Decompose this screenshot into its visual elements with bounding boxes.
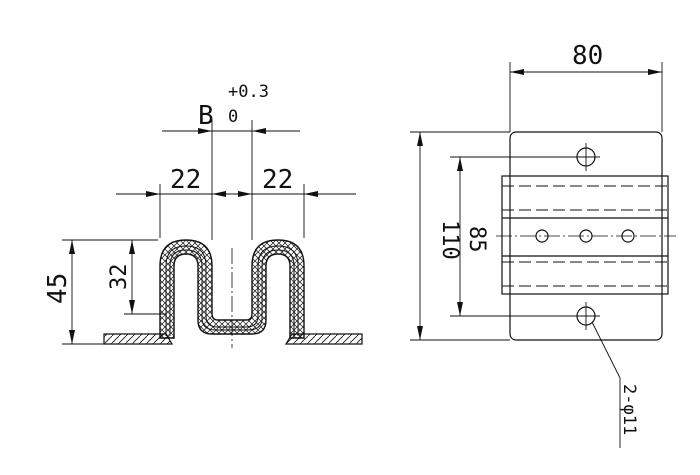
rubber-body bbox=[159, 239, 305, 339]
small-hole-middle bbox=[579, 229, 593, 243]
small-hole-left bbox=[535, 229, 549, 243]
raised-band bbox=[501, 175, 669, 295]
left-flange bbox=[103, 333, 174, 345]
dim-total-height: 45 bbox=[43, 273, 73, 304]
dim-left-width: 22 bbox=[170, 165, 201, 195]
right-flange bbox=[284, 333, 363, 345]
arrow-110-bottom bbox=[417, 326, 423, 340]
arrow-22-b bbox=[212, 191, 226, 197]
small-hole-right bbox=[621, 229, 635, 243]
arrow-22-d bbox=[304, 191, 318, 197]
arrow-110-top bbox=[417, 132, 423, 146]
arrow-85-top bbox=[457, 157, 463, 171]
dim-b-tol-upper: +0.3 bbox=[228, 82, 269, 102]
arrow-45-bottom bbox=[69, 330, 75, 344]
dim-plan-width: 80 bbox=[572, 41, 603, 71]
arrow-80-right bbox=[648, 69, 662, 75]
arrow-22-a bbox=[146, 191, 160, 197]
arrow-32-top bbox=[129, 240, 135, 254]
dim-b-symbol: B bbox=[198, 101, 214, 131]
arrow-b-left bbox=[198, 128, 212, 134]
dim-right-width: 22 bbox=[262, 165, 293, 195]
arrow-80-left bbox=[510, 69, 524, 75]
dim-hole-spacing: 85 bbox=[464, 226, 489, 253]
section-view: B +0.3 0 22 22 45 32 bbox=[43, 82, 363, 348]
arrow-85-bottom bbox=[457, 302, 463, 316]
arrow-32-bottom bbox=[129, 300, 135, 314]
dim-plan-length: 110 bbox=[437, 220, 462, 260]
plan-view: 80 110 85 2-φ11 bbox=[410, 41, 676, 448]
dim-b-tol-lower: 0 bbox=[228, 107, 238, 127]
arrow-45-top bbox=[69, 240, 75, 254]
arrow-22-c bbox=[238, 191, 252, 197]
arrow-b-right bbox=[252, 128, 266, 134]
hole-leader bbox=[591, 321, 621, 379]
dim-inner-height: 32 bbox=[107, 264, 132, 291]
hole-callout: 2-φ11 bbox=[619, 384, 639, 435]
